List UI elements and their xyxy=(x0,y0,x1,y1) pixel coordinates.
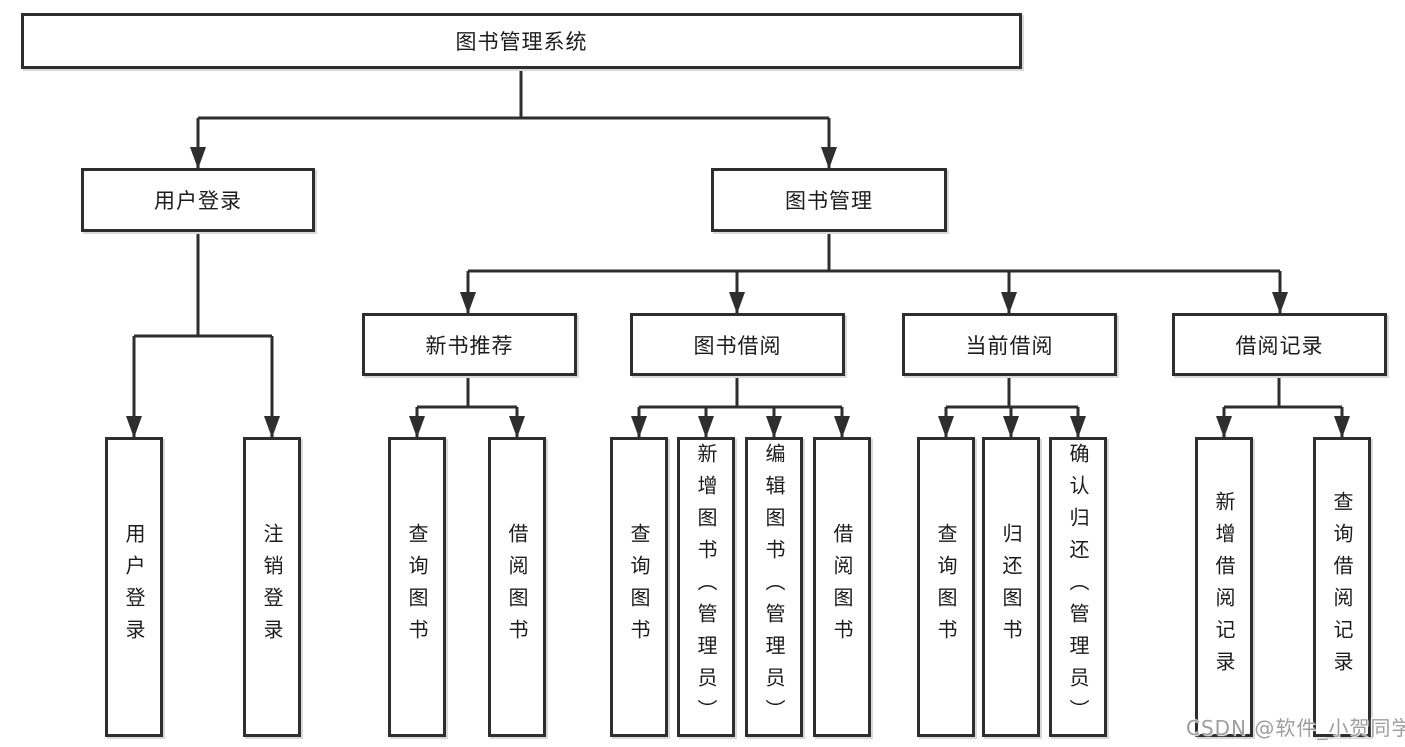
node-user-login: 用户登录 xyxy=(81,168,315,232)
node-borrow-records: 借阅记录 xyxy=(1172,313,1387,376)
leaf-add-borrow-record: 新增借阅记录 xyxy=(1195,437,1253,737)
node-book-borrow: 图书借阅 xyxy=(630,313,845,376)
leaf-return-book: 归还图书 xyxy=(982,437,1040,737)
node-new-book-recommend: 新书推荐 xyxy=(362,313,577,376)
leaf-confirm-return-admin: 确认归还（管理员） xyxy=(1049,437,1107,737)
node-book-management: 图书管理 xyxy=(711,168,947,232)
leaf-add-book-admin: 新增图书（管理员） xyxy=(677,437,735,737)
leaf-borrow-book: 借阅图书 xyxy=(813,437,871,737)
leaf-query-book-recommend: 查询图书 xyxy=(388,437,446,737)
csdn-watermark: CSDN @软件_小贺同学 xyxy=(1186,716,1405,740)
node-current-borrow: 当前借阅 xyxy=(902,313,1117,376)
leaf-query-book-current: 查询图书 xyxy=(917,437,975,737)
leaf-borrow-book-recommend: 借阅图书 xyxy=(488,437,546,737)
leaf-query-book-borrow: 查询图书 xyxy=(610,437,668,737)
leaf-user-login: 用户登录 xyxy=(105,437,163,737)
leaf-logout: 注销登录 xyxy=(243,437,301,737)
node-root-system: 图书管理系统 xyxy=(21,13,1022,69)
leaf-query-borrow-record: 查询借阅记录 xyxy=(1313,437,1371,737)
leaf-edit-book-admin: 编辑图书（管理员） xyxy=(745,437,803,737)
